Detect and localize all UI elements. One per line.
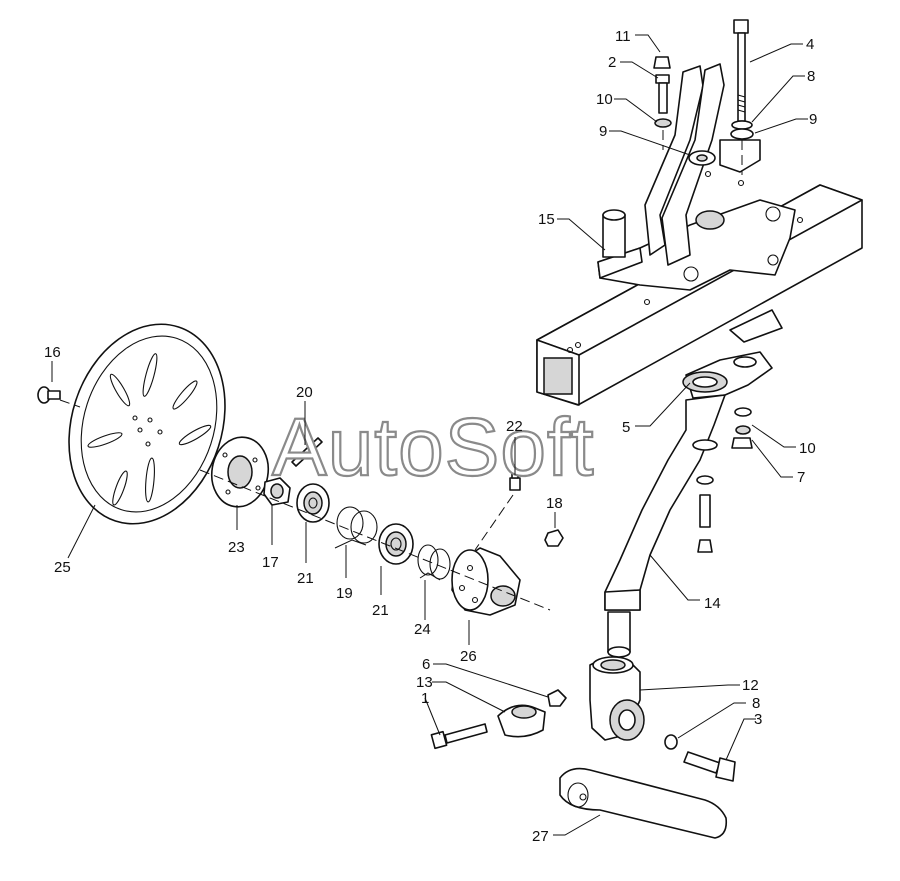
- callout-2: 2: [608, 54, 616, 71]
- long-bolt: [730, 19, 754, 175]
- small-bolt-assembly: [653, 56, 672, 150]
- callout-26: 26: [460, 648, 477, 665]
- hub-nut: [544, 529, 564, 547]
- leader-lines: [51, 34, 808, 836]
- callout-8-lower: 8: [752, 695, 760, 712]
- upright-plates: [644, 63, 761, 266]
- callout-12: 12: [742, 677, 759, 694]
- callout-22: 22: [506, 418, 523, 435]
- scraper-blade: [559, 767, 728, 839]
- lower-mount: [682, 351, 773, 449]
- disc-wheel: [59, 323, 226, 525]
- callout-9-right: 9: [809, 111, 817, 128]
- callout-25: 25: [54, 559, 71, 576]
- callout-3: 3: [754, 711, 762, 728]
- support-arm: [604, 394, 726, 658]
- callout-7: 7: [797, 469, 805, 486]
- hub-body: [451, 547, 521, 616]
- seal-rings: [417, 544, 451, 580]
- callout-18: 18: [546, 495, 563, 512]
- clamp-bolt: [430, 723, 488, 750]
- callout-23: 23: [228, 539, 245, 556]
- knuckle-bolt: [664, 734, 736, 782]
- watermark: AutoSoft: [272, 402, 595, 493]
- callout-19: 19: [336, 585, 353, 602]
- callout-8: 8: [807, 68, 815, 85]
- callouts: 11 2 10 9 4 8 9 15 16 20 5 10 7 22 18 25…: [44, 28, 817, 845]
- callout-4: 4: [806, 36, 814, 53]
- snap-rings: [336, 506, 378, 544]
- callout-20: 20: [296, 384, 313, 401]
- cotter-pin: [291, 437, 323, 467]
- callout-5: 5: [622, 419, 630, 436]
- callout-10: 10: [596, 91, 613, 108]
- upper-bracket: [597, 199, 796, 291]
- knuckle: [589, 656, 645, 741]
- callout-24: 24: [414, 621, 431, 638]
- callout-16: 16: [44, 344, 61, 361]
- hub-axis: [199, 469, 551, 611]
- callout-17: 17: [262, 554, 279, 571]
- callout-21: 21: [297, 570, 314, 587]
- callout-9: 9: [599, 123, 607, 140]
- callout-27: 27: [532, 828, 549, 845]
- callout-13: 13: [416, 674, 433, 691]
- callout-15: 15: [538, 211, 555, 228]
- flange-plate: [210, 436, 270, 508]
- callout-14: 14: [704, 595, 721, 612]
- clamp: [497, 689, 567, 738]
- callout-6: 6: [422, 656, 430, 673]
- callout-11: 11: [615, 28, 631, 45]
- fitting-axis: [474, 494, 514, 551]
- callout-21-second: 21: [372, 602, 389, 619]
- callout-1: 1: [421, 690, 429, 707]
- callout-10-lower: 10: [799, 440, 816, 457]
- disc-bolt: [37, 386, 61, 404]
